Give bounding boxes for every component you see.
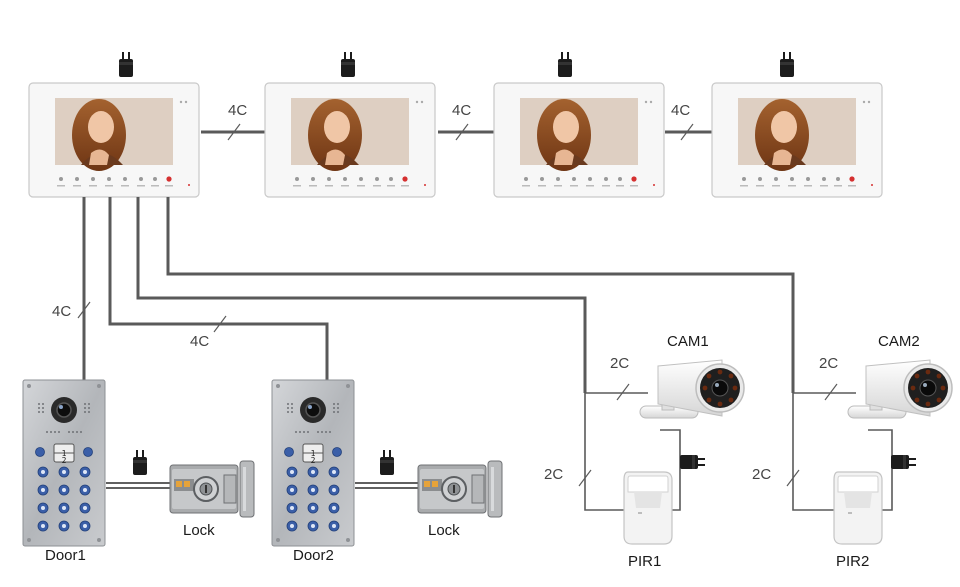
indoor-monitor-4 xyxy=(711,82,883,198)
electric-lock-1 xyxy=(169,460,255,518)
electric-lock-2 xyxy=(417,460,503,518)
wire-label-pir2: 2C xyxy=(752,466,772,483)
label-door2: Door2 xyxy=(293,547,334,564)
keypad-key-1: 1 xyxy=(62,449,67,458)
indoor-monitor-1 xyxy=(28,82,200,198)
pir-sensor-2 xyxy=(833,471,883,545)
power-adapter-icon xyxy=(558,52,572,77)
wire-label-door1: 4C xyxy=(52,303,72,320)
cctv-camera-1 xyxy=(639,359,745,419)
label-lock1: Lock xyxy=(183,522,215,539)
power-adapter-icon xyxy=(380,450,394,475)
label-pir2: PIR2 xyxy=(836,553,870,570)
indoor-monitor-2 xyxy=(264,82,436,198)
keypad-key-2: 2 xyxy=(62,456,67,465)
wire-label-cam1: 2C xyxy=(610,355,630,372)
wire-label-pir1: 2C xyxy=(544,466,564,483)
wire-label-m2-m3: 4C xyxy=(452,102,472,119)
power-adapter-icon xyxy=(891,455,916,469)
wire-slash-marks-devices xyxy=(77,301,838,487)
power-adapter-icon xyxy=(341,52,355,77)
wire-label-cam2: 2C xyxy=(819,355,839,372)
cctv-camera-2 xyxy=(847,359,953,419)
wire-label-door2: 4C xyxy=(190,333,210,350)
wire-slash-marks xyxy=(227,123,694,141)
pir-sensor-1 xyxy=(623,471,673,545)
keypad-key-1: 1 xyxy=(311,449,316,458)
wire-label-m3-m4: 4C xyxy=(671,102,691,119)
label-cam1: CAM1 xyxy=(667,333,709,350)
label-cam2: CAM2 xyxy=(878,333,920,350)
label-door1: Door1 xyxy=(45,547,86,564)
power-adapter-icon xyxy=(133,450,147,475)
label-pir1: PIR1 xyxy=(628,553,662,570)
power-adapter-icon xyxy=(119,52,133,77)
power-adapter-icon xyxy=(680,455,705,469)
label-lock2: Lock xyxy=(428,522,460,539)
lock-wires xyxy=(106,482,418,489)
power-adapter-icon xyxy=(780,52,794,77)
device-wires xyxy=(82,197,795,393)
indoor-monitor-3 xyxy=(493,82,665,198)
keypad-key-2: 2 xyxy=(311,456,316,465)
wire-label-m1-m2: 4C xyxy=(228,102,248,119)
